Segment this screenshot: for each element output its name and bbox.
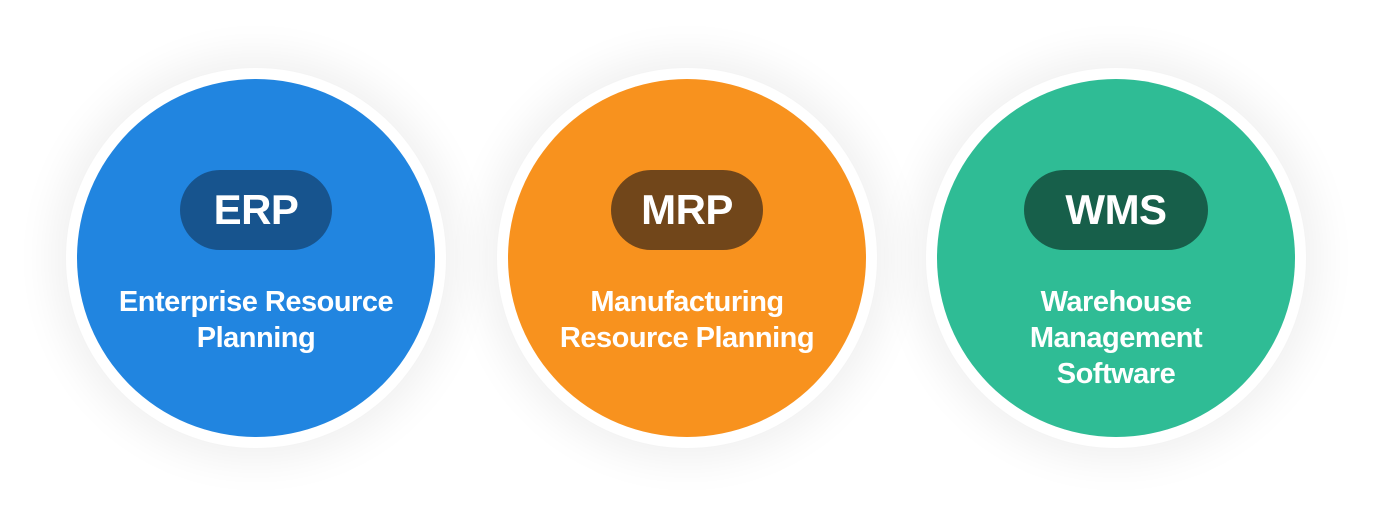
mrp-ring: MRP Manufacturing Resource Planning xyxy=(497,68,877,448)
wms-circle: WMS Warehouse Management Software xyxy=(937,79,1295,437)
wms-description-line-2: Management xyxy=(1029,322,1203,354)
mrp-circle: MRP Manufacturing Resource Planning xyxy=(508,79,866,437)
wms-ring: WMS Warehouse Management Software xyxy=(926,68,1306,448)
wms-badge: WMS xyxy=(1024,170,1208,250)
wms-description-line-1: Warehouse xyxy=(1040,286,1192,318)
mrp-description: Manufacturing Resource Planning xyxy=(508,284,866,356)
wms-description-line-3: Software xyxy=(1056,358,1176,390)
erp-description-line-2: Planning xyxy=(196,322,316,354)
erp-description: Enterprise Resource Planning xyxy=(77,284,435,356)
erp-circle: ERP Enterprise Resource Planning xyxy=(77,79,435,437)
erp-ring: ERP Enterprise Resource Planning xyxy=(66,68,446,448)
erp-description-line-1: Enterprise Resource xyxy=(118,286,394,318)
mrp-description-line-1: Manufacturing xyxy=(590,286,784,318)
erp-badge: ERP xyxy=(180,170,332,250)
mrp-badge: MRP xyxy=(611,170,763,250)
wms-description: Warehouse Management Software xyxy=(937,284,1295,392)
mrp-description-line-2: Resource Planning xyxy=(559,322,815,354)
